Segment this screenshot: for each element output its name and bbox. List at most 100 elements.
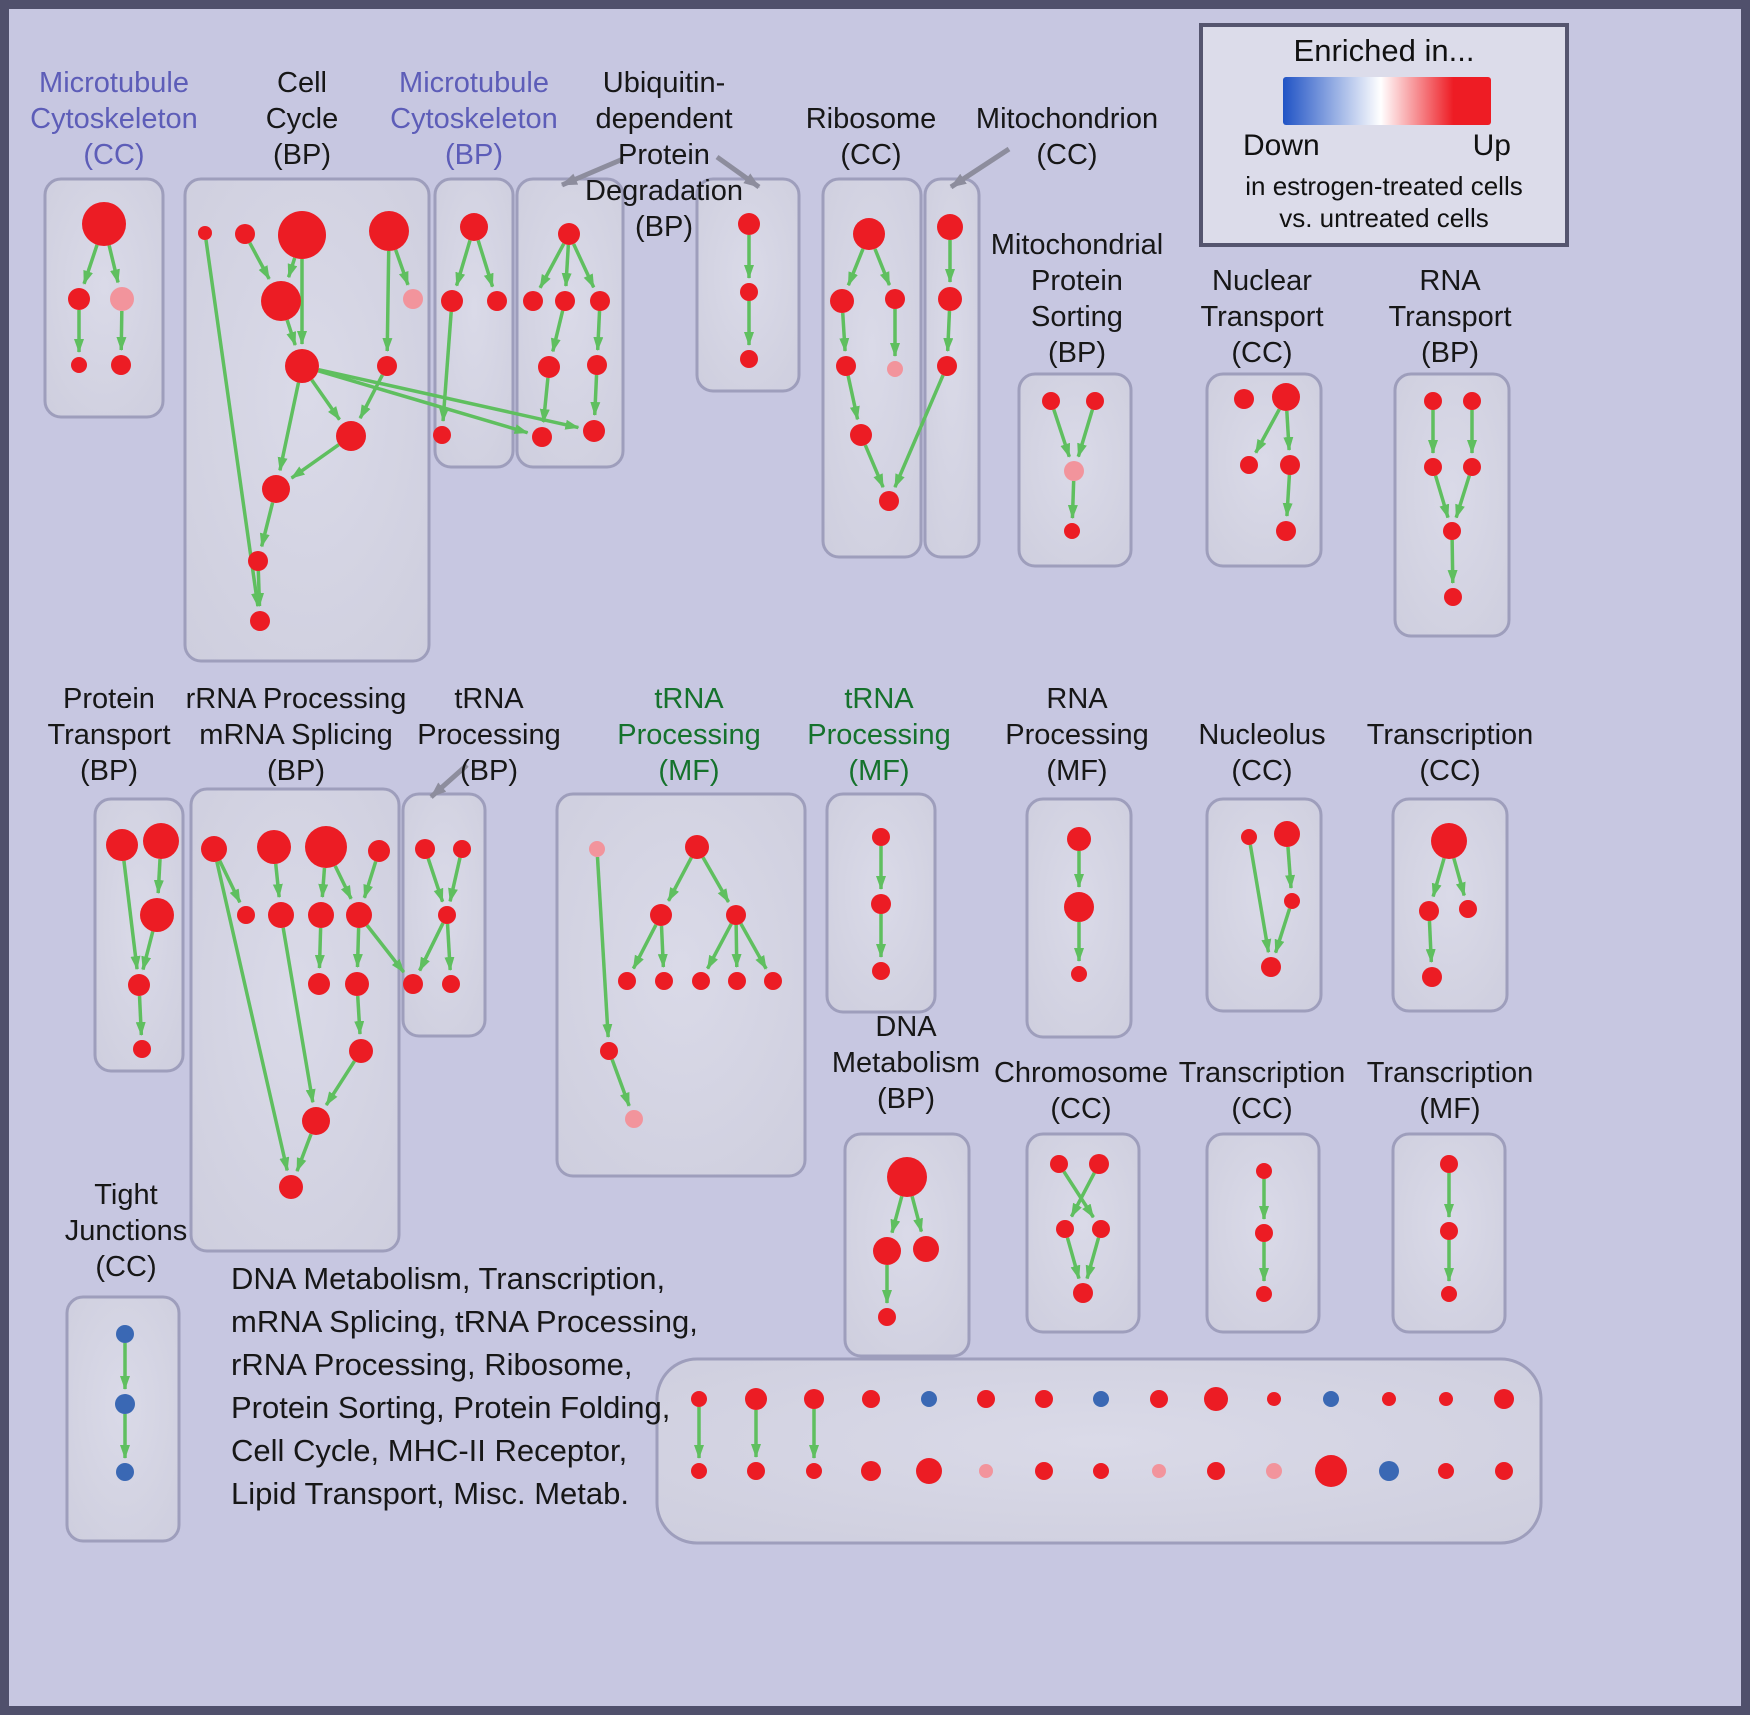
go-term-node-ch-5 <box>1073 1283 1093 1303</box>
edge-f-3-f-5 <box>631 923 658 970</box>
go-term-node-rr-5 <box>237 906 255 924</box>
cluster-label-line: Sorting <box>1031 301 1123 333</box>
cluster-label-line: Mitochondrion <box>975 103 1159 135</box>
shared-terms-text: DNA Metabolism, Transcription,mRNA Splic… <box>231 1257 698 1515</box>
cluster-label-line: (BP) <box>635 211 693 243</box>
go-term-node-f-4 <box>726 905 746 925</box>
go-term-node-g-1 <box>872 828 890 846</box>
go-term-node-dm-3 <box>913 1236 939 1262</box>
go-term-node-h-3 <box>1071 966 1087 982</box>
cluster-label-line: Tight <box>94 1179 158 1211</box>
cluster-label-chromosome-cc: Chromosome(CC) <box>994 1055 1168 1127</box>
cluster-label-line: (MF) <box>848 755 910 787</box>
go-term-node-nu-1 <box>1241 829 1257 845</box>
cluster-label-line: (CC) <box>840 139 902 171</box>
edge-dm-1-dm-3 <box>910 1195 924 1233</box>
cluster-label-line: Cytoskeleton <box>390 103 558 135</box>
edge-rr-3-rr-7 <box>318 867 329 899</box>
edge-nu-1-nu-4 <box>1248 844 1272 954</box>
edge-mtcc-1-mtcc-3 <box>107 244 120 284</box>
edge-ch-4-ch-5 <box>1085 1237 1101 1280</box>
go-term-node-ms-4b <box>861 1461 881 1481</box>
go-term-node-g-3 <box>872 962 890 980</box>
go-term-node-cc-12 <box>250 611 270 631</box>
go-term-node-ms-6t <box>977 1390 995 1408</box>
go-term-node-rt-1 <box>1424 392 1442 410</box>
go-term-node-dm-1 <box>887 1157 927 1197</box>
edge-rr-1-rr-13 <box>215 861 290 1172</box>
go-term-node-cc-9 <box>336 421 366 451</box>
cluster-label-line: (BP) <box>445 139 503 171</box>
go-term-node-rt-2 <box>1463 392 1481 410</box>
cluster-label-line: Cytoskeleton <box>30 103 198 135</box>
edge-cc-7-ub-7 <box>317 369 529 435</box>
go-term-node-f-9 <box>764 972 782 990</box>
edge-rr-8-rr-10 <box>352 927 363 969</box>
go-term-node-t2-1 <box>1256 1163 1272 1179</box>
cluster-label-nucleolus-cc: Nucleolus(CC) <box>1198 717 1325 789</box>
go-term-node-h-2 <box>1064 892 1094 922</box>
go-term-node-t2-3 <box>1256 1286 1272 1302</box>
graph-canvas <box>43 146 1543 1545</box>
go-term-node-ms-2t <box>745 1388 767 1410</box>
edge-rr-2-rr-6 <box>272 863 283 899</box>
go-term-node-ms-4t <box>862 1390 880 1408</box>
edge-pt-2-pt-3 <box>153 858 164 895</box>
go-term-node-nt-5 <box>1276 521 1296 541</box>
edge-nt-2-nt-4 <box>1283 410 1294 452</box>
cluster-box-transcription-cc-1 <box>1391 797 1509 1013</box>
go-term-node-rr-2 <box>257 830 291 864</box>
cluster-box-dna-metab <box>843 1132 971 1358</box>
legend-caption-line2: vs. untreated cells <box>1279 203 1489 233</box>
go-term-node-tb-1 <box>415 839 435 859</box>
go-term-node-us-2 <box>740 283 758 301</box>
go-term-node-us-1 <box>738 213 760 235</box>
cluster-label-line: Processing <box>807 719 951 751</box>
edge-rr-8-tb-4 <box>365 924 406 974</box>
go-term-node-ms-12b <box>1315 1455 1347 1487</box>
edge-tc-1-tc-3 <box>1452 857 1466 897</box>
go-term-node-tj-1 <box>116 1325 134 1343</box>
edge-rb-6-rb-7 <box>863 444 885 489</box>
cluster-label-line: tRNA <box>454 683 524 715</box>
cluster-label-line: Nuclear <box>1212 265 1312 297</box>
go-term-node-ch-4 <box>1092 1220 1110 1238</box>
go-term-node-rr-3 <box>305 826 347 868</box>
go-term-node-dm-4 <box>878 1308 896 1326</box>
edge-cc-3-cc-5 <box>286 257 298 279</box>
edge-mtbp-1-mtbp-2 <box>454 239 472 287</box>
go-term-node-ub-2 <box>523 291 543 311</box>
go-term-node-t2-2 <box>1255 1224 1273 1242</box>
go-term-node-ms-5t <box>921 1391 937 1407</box>
go-term-node-tm-2 <box>1440 1222 1458 1240</box>
go-term-node-pt-3 <box>140 898 174 932</box>
edge-ub-1-ub-2 <box>538 242 566 289</box>
go-term-node-ms-13b <box>1379 1461 1399 1481</box>
edges-layer <box>74 235 1477 1459</box>
cluster-label-line: (BP) <box>272 139 331 171</box>
edge-f-4-f-9 <box>739 922 768 970</box>
cluster-label-line: (MF) <box>1419 1093 1481 1125</box>
edge-cc-7-cc-10 <box>277 382 301 472</box>
go-term-node-cc-6 <box>403 289 423 309</box>
go-term-node-mtbp-1 <box>460 213 488 241</box>
label-pointer-arrow-2 <box>949 146 1011 190</box>
edge-dm-1-dm-2 <box>890 1195 904 1234</box>
cluster-label-line: (BP) <box>1047 337 1106 369</box>
go-term-node-nu-4 <box>1261 957 1281 977</box>
edge-mtcc-3-mtcc-5 <box>116 310 127 352</box>
edge-rt-4-rt-5 <box>1454 475 1471 519</box>
legend-title: Enriched in... <box>1293 33 1475 68</box>
cluster-label-line: Mitochondrial <box>990 229 1164 261</box>
cluster-label-line: Transport <box>1200 301 1324 333</box>
edge-mp-3-mp-4 <box>1067 480 1078 520</box>
edge-f-4-f-8 <box>731 924 742 969</box>
go-term-node-us-3 <box>740 350 758 368</box>
edge-mtbp-2-mtbp-4 <box>439 311 453 423</box>
go-term-node-rr-10 <box>345 972 369 996</box>
go-term-node-cc-2 <box>235 224 255 244</box>
